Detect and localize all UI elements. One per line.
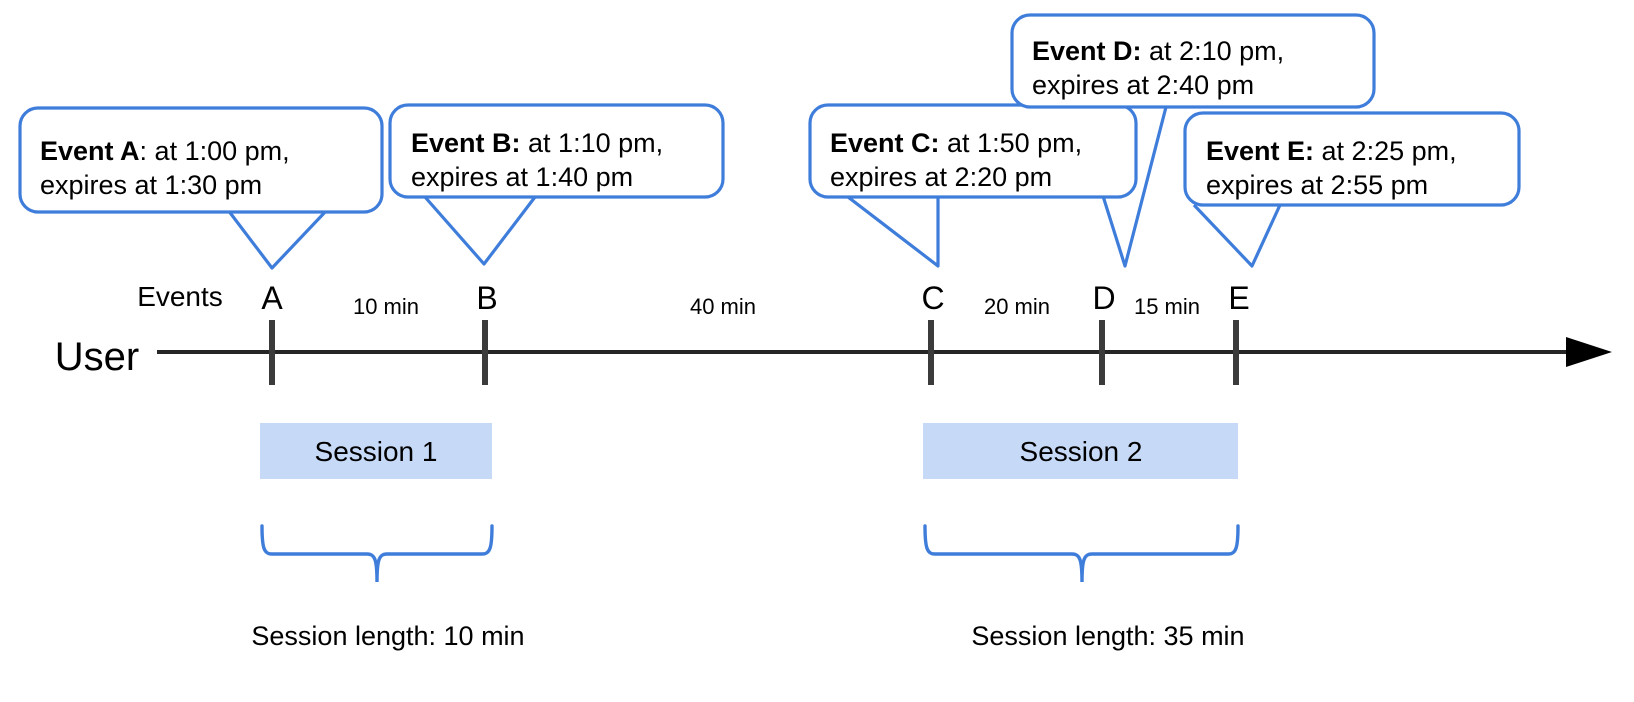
gap-label-d-e: 15 min xyxy=(1134,294,1200,319)
tick-label-c: C xyxy=(921,280,944,316)
tick-label-b: B xyxy=(476,280,497,316)
callout-d-bubble xyxy=(1010,13,1376,109)
callout-e-bubble xyxy=(1183,111,1521,207)
callout-e-line2: expires at 2:55 pm xyxy=(1206,170,1428,200)
callout-b-bubble xyxy=(388,103,725,199)
gap-label-c-d: 20 min xyxy=(984,294,1050,319)
timeline-axis xyxy=(157,337,1612,367)
callout-tail-e xyxy=(1192,203,1282,268)
callout-event-a[interactable]: Event A: at 1:00 pm, expires at 1:30 pm xyxy=(18,106,384,214)
callout-event-e[interactable]: Event E: at 2:25 pm, expires at 2:55 pm xyxy=(1183,111,1521,207)
callout-event-d[interactable]: Event D: at 2:10 pm, expires at 2:40 pm xyxy=(1010,13,1376,109)
callout-d-line2: expires at 2:40 pm xyxy=(1032,70,1254,100)
callout-c-bubble xyxy=(808,103,1138,199)
session-bars: Session 1 Session 2 xyxy=(260,423,1238,479)
callout-b-line1: Event B: at 1:10 pm, xyxy=(411,128,663,158)
tick-marks xyxy=(269,320,1239,385)
session-2-label: Session 2 xyxy=(1020,436,1143,467)
tick-label-d: D xyxy=(1092,280,1115,316)
user-axis-label: User xyxy=(55,335,139,379)
callout-b-line2: expires at 1:40 pm xyxy=(411,162,633,192)
session-2-brace xyxy=(923,524,1240,583)
tick-label-a: A xyxy=(261,280,283,316)
session-1-bar[interactable] xyxy=(260,423,492,479)
callout-tail-a xyxy=(226,208,329,270)
callout-event-b[interactable]: Event B: at 1:10 pm, expires at 1:40 pm xyxy=(388,103,725,199)
callout-event-c[interactable]: Event C: at 1:50 pm, expires at 2:20 pm xyxy=(808,103,1138,199)
callout-tail-b xyxy=(423,195,537,266)
callout-c-line2: expires at 2:20 pm xyxy=(830,162,1052,192)
gap-label-b-c: 40 min xyxy=(690,294,756,319)
session-braces xyxy=(260,524,1240,583)
callout-tail-c xyxy=(847,195,940,268)
gap-label-a-b: 10 min xyxy=(353,294,419,319)
callout-a-line2: expires at 1:30 pm xyxy=(40,170,262,200)
session-2-caption: Session length: 35 min xyxy=(971,621,1244,651)
session-2-bar[interactable] xyxy=(923,423,1238,479)
axis-arrow-icon xyxy=(1566,337,1612,367)
callout-a-line1: Event A: at 1:00 pm, xyxy=(40,136,290,166)
session-1-label: Session 1 xyxy=(315,436,438,467)
session-1-caption: Session length: 10 min xyxy=(251,621,524,651)
callout-a-bubble xyxy=(18,106,384,214)
tick-label-e: E xyxy=(1228,280,1249,316)
events-row-label: Events xyxy=(137,281,223,312)
callout-c-line1: Event C: at 1:50 pm, xyxy=(830,128,1082,158)
session-1-brace xyxy=(260,524,494,583)
callout-e-line1: Event E: at 2:25 pm, xyxy=(1206,136,1457,166)
callout-d-line1: Event D: at 2:10 pm, xyxy=(1032,36,1284,66)
